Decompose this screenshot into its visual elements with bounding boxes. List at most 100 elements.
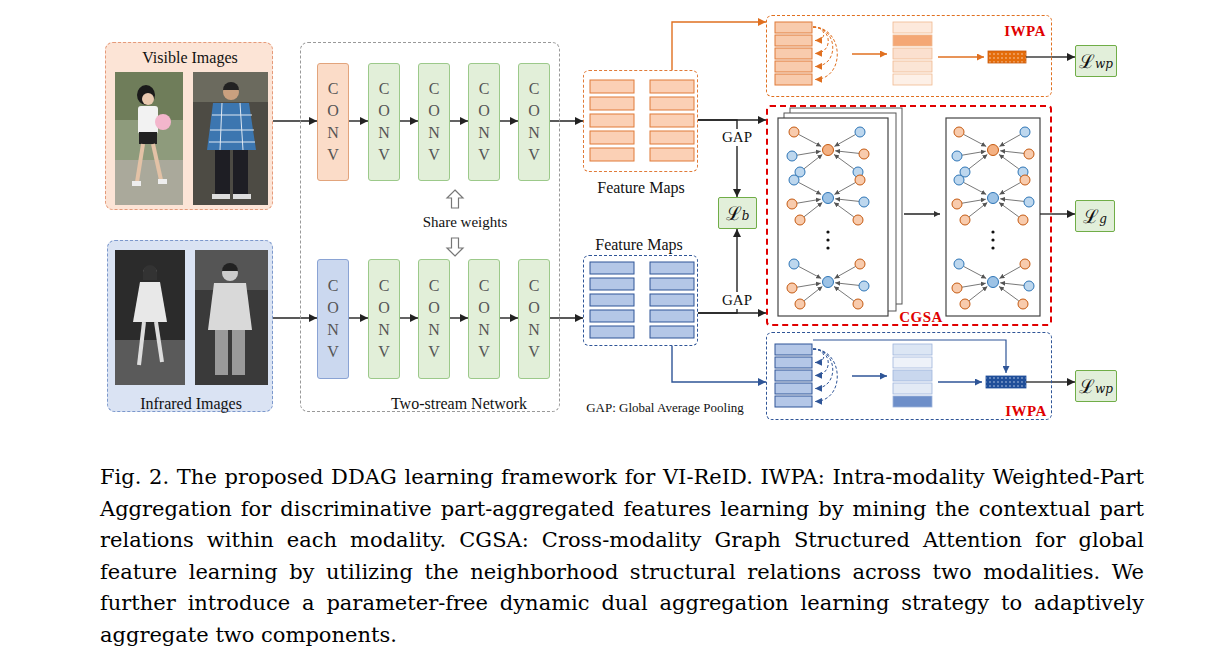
arrow-connector [450,120,468,121]
infrared-photo [115,250,185,385]
text-holder: GAP: Global Average Pooling [586,398,744,416]
iwpa-visible-parts [813,27,828,54]
layer-label: CONV [376,78,392,166]
iwpa-infrared-parts [852,375,887,376]
text-holder: ℒb [726,200,750,226]
visible-photo [115,72,183,205]
visible-photo [212,194,230,199]
node-title: Infrared Images [140,395,242,413]
layer-label: CONV [426,78,442,166]
edge-label: GAP [720,129,754,146]
feature-map-bars [650,114,694,127]
cgsa-graph [826,238,829,241]
infrared-photo [143,265,157,280]
iwpa-infrared-parts [813,349,837,402]
iwpa-visible-parts [988,51,1026,63]
cgsa-graph [778,118,888,316]
iwpa-infrared-parts [813,340,1006,373]
text-holder: Visible Images [142,49,237,67]
layer-label: CONV [526,275,542,363]
iwpa-infrared-parts [775,344,812,407]
arrow-connector [400,317,418,318]
text-holder: Feature Maps [597,179,685,197]
visible-photo [193,72,268,205]
conv-layer: CONV [368,63,400,181]
feature-map-bars [590,262,694,338]
iwpa-infrared-parts [813,349,824,363]
cgsa-graph [787,259,869,309]
feature-map-bars [650,262,694,274]
node-title: IWPA [1004,23,1046,40]
text-holder: CONV [426,78,442,166]
text-holder: Share weights [423,213,508,231]
loss-label: ℒg [1083,203,1107,229]
text-holder: CONV [476,78,492,166]
share-weights-arrows [447,238,463,256]
node-title: Visible Images [142,49,237,67]
share-weights-arrows [447,190,463,208]
node-title: IWPA [1005,403,1047,420]
visible-photo [210,130,254,131]
arrow-connector [550,317,583,318]
visible-photo [115,160,183,205]
visible-photo [158,179,167,184]
iwpa-visible-parts [893,35,932,46]
layer-label: CONV [325,275,341,363]
infrared-photo [222,263,238,271]
iwpa-visible-parts [775,22,1052,85]
iwpa-visible-parts [775,22,812,85]
text-holder: CONV [426,275,442,363]
cgsa-graph [787,175,869,225]
layer-label: CONV [426,275,442,363]
conv-layer: CONV [518,259,550,379]
arrow-connector [698,312,766,313]
iwpa-visible-parts [775,74,812,85]
infrared-photo [195,250,268,385]
visible-photo [233,150,248,195]
iwpa-visible-parts [938,56,984,57]
feature-map-bars [590,148,634,161]
iwpa-infrared-parts [893,344,932,407]
loss-label: ℒb [726,200,750,226]
iwpa-infrared-parts [775,396,812,407]
iwpa-infrared-parts [775,383,812,394]
iwpa-infrared-parts [813,349,837,402]
text-holder: CONV [376,78,392,166]
infrared-photo [156,322,162,362]
feature-map-bars [650,97,694,110]
visible-photo [240,103,243,150]
text-holder: CONV [476,275,492,363]
iwpa-visible-parts [813,27,833,67]
node-title: Feature Maps [595,236,683,254]
figure-caption: Fig. 2. The proposed DDAG learning frame… [100,462,1144,651]
arrow-connector [1052,56,1075,57]
image-panel: Visible Images [105,42,273,210]
visible-photo [137,85,155,105]
node-title: Two-stream Network [391,395,527,413]
text-holder: ℒg [1083,203,1107,229]
cgsa-graph [787,127,869,177]
feature-map-bars [590,131,634,144]
iwpa-infrared-parts [813,349,833,389]
arrow-connector [500,317,518,318]
iwpa-visible-parts [775,48,812,59]
cgsa-graph [946,118,1040,316]
arrow-connector [450,317,468,318]
feature-map-bars [590,262,634,274]
visible-photo [215,150,230,195]
visible-photo [209,103,255,150]
conv-layer: CONV [418,63,450,181]
text-holder: Two-stream Network [391,395,527,413]
feature-map-bars [590,294,634,306]
panel-fill [105,42,273,210]
arrow-connector [400,120,418,121]
feature-map-bars [590,278,634,290]
loss-label: ℒwp [1079,48,1113,74]
iwpa-visible-parts [775,22,812,33]
text-holder: ℒwp [1079,48,1113,74]
text-holder: IWPA [1004,22,1046,40]
conv-layer: CONV [468,63,500,181]
layer-label: CONV [376,275,392,363]
iwpa-infrared-parts [775,344,812,355]
feature-map-bars [590,97,634,110]
